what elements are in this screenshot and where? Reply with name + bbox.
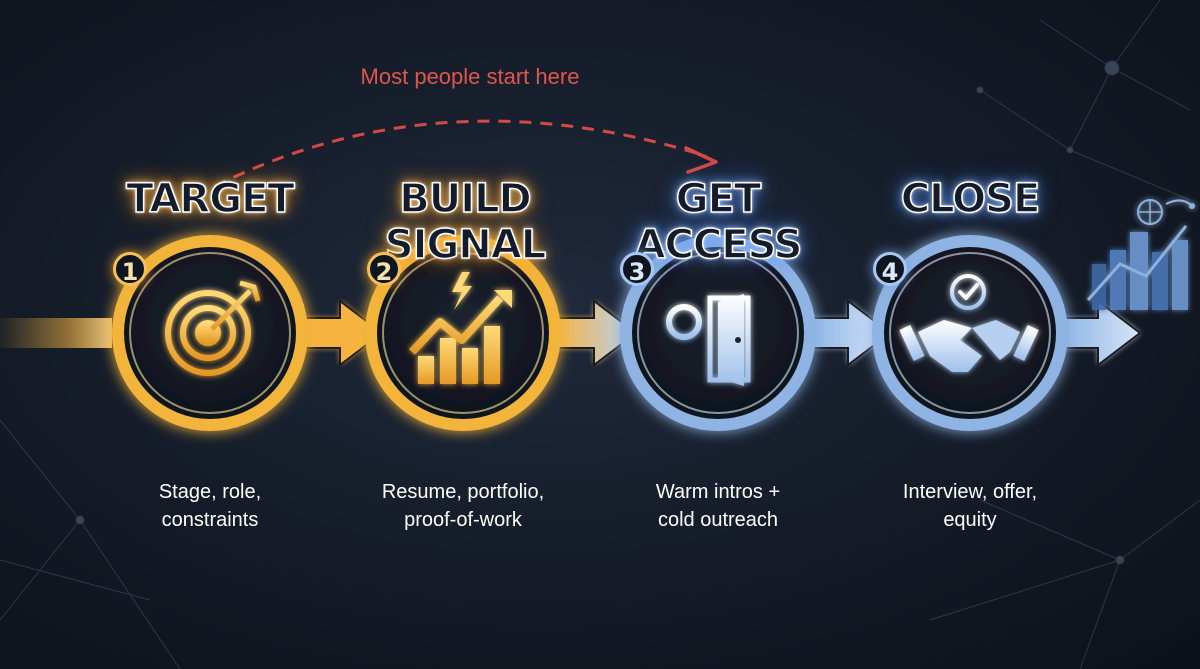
step-1-description-line-1: Stage, role, <box>158 481 262 503</box>
target-arrow-icon <box>155 280 261 386</box>
annotation-arrowhead <box>684 146 718 174</box>
step-1-description: Stage, role, constraints <box>110 478 310 534</box>
step-3-description: Warm intros + cold outreach <box>608 478 828 534</box>
step-4-title: CLOSE <box>900 175 1041 223</box>
step-4-description-line-2: equity <box>943 509 997 531</box>
growth-chart-bolt-icon <box>409 272 512 384</box>
city-growth-icon <box>1086 199 1195 310</box>
step-4-number-badge: 4 <box>873 252 907 286</box>
step-3-description-line-2: cold outreach <box>657 509 779 531</box>
step-4-description-line-1: Interview, offer, <box>902 481 1038 503</box>
step-2-title: BUILD SIGNAL <box>384 175 547 269</box>
step-2-description-line-2: proof-of-work <box>404 509 522 531</box>
step-3-number-badge: 3 <box>620 252 654 286</box>
step-1-number-badge: 1 <box>113 252 147 286</box>
incoming-stream <box>0 318 112 348</box>
step-3-title: GET ACCESS <box>634 175 803 269</box>
step-ring-4 <box>872 235 1068 431</box>
step-2-number-badge: 2 <box>367 252 401 286</box>
step-1-description-line-2: constraints <box>161 509 259 531</box>
step-1-title: TARGET <box>126 175 296 223</box>
outgoing-arrow <box>1061 298 1142 368</box>
annotation-dashed-arrow <box>195 119 707 198</box>
step-2-description: Resume, portfolio, proof-of-work <box>348 478 578 534</box>
handshake-check-icon <box>899 274 1039 372</box>
key-door-icon <box>666 294 751 386</box>
connector-arrow-2-3 <box>553 298 638 368</box>
connector-arrow-3-4 <box>809 298 892 368</box>
step-3-description-line-1: Warm intros + <box>655 481 781 503</box>
step-2-description-line-1: Resume, portfolio, <box>381 481 545 503</box>
step-4-description: Interview, offer, equity <box>860 478 1080 534</box>
annotation-label: Most people start here <box>360 64 580 89</box>
